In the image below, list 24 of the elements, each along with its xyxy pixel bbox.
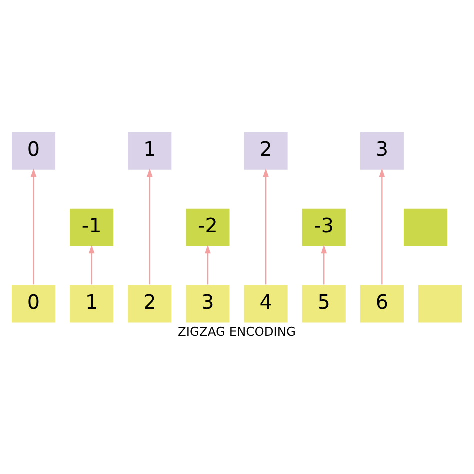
node-box: 0 (11, 131, 56, 170)
node-box: 5 (302, 284, 347, 323)
node-box: 2 (127, 284, 172, 323)
node-box: 6 (360, 284, 405, 323)
arrow (30, 168, 37, 284)
node-box: 1 (127, 131, 172, 170)
arrow (205, 244, 211, 284)
node-box: -1 (69, 208, 114, 247)
arrow (88, 244, 95, 284)
node-box: -3 (302, 208, 347, 247)
node-box: 4 (244, 284, 289, 323)
arrow (146, 168, 153, 284)
arrow (379, 168, 386, 284)
arrow (263, 168, 269, 284)
node-box: 0 (11, 284, 56, 323)
node-box: 2 (244, 131, 289, 170)
node-box: 3 (185, 284, 230, 323)
node-box: 3 (360, 131, 405, 170)
arrow (321, 244, 328, 284)
node-box: -2 (185, 208, 230, 247)
node-box (403, 208, 448, 247)
caption: ZIGZAG ENCODING (178, 324, 296, 338)
node-box: 1 (69, 284, 114, 323)
node-box (418, 284, 463, 323)
